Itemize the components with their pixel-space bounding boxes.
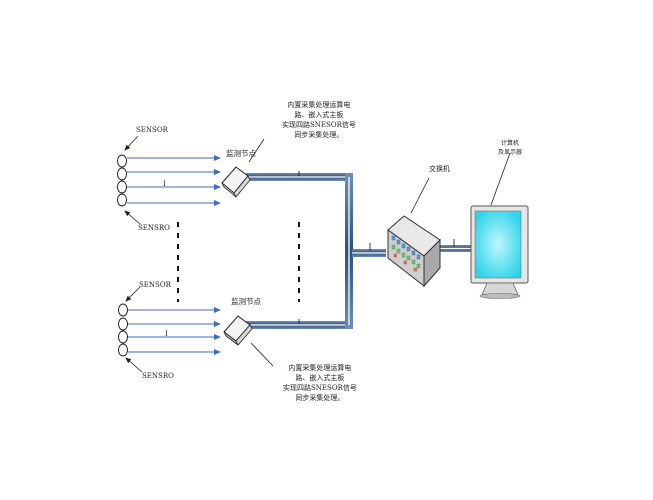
network-switch bbox=[387, 215, 441, 288]
tick-label: I bbox=[165, 330, 168, 338]
sensor-label: SENSOR bbox=[139, 281, 171, 289]
node-description-top: 内置采集处理运算电 路、嵌入式主板 实现四路SNESOR信号 同步采集处理。 bbox=[282, 101, 356, 139]
sensor-coil bbox=[117, 167, 127, 181]
computer-label: 计算机 及显示器 bbox=[498, 140, 523, 156]
sensor-coil bbox=[117, 180, 127, 194]
network-cables bbox=[246, 171, 474, 329]
sensor-group-top bbox=[117, 135, 221, 225]
node-label-bottom: 监测节点 bbox=[231, 297, 261, 306]
sensor-coil bbox=[117, 154, 127, 168]
sensor-coil bbox=[117, 193, 127, 207]
sensor-coil bbox=[118, 343, 128, 357]
computer-monitor bbox=[470, 205, 529, 299]
sensor-label-pointer bbox=[125, 357, 143, 373]
sensor-label-pointer bbox=[124, 135, 139, 151]
sensor-label-pointer bbox=[125, 286, 141, 302]
monitoring-node-top bbox=[221, 166, 251, 198]
node-label-top: 监测节点 bbox=[226, 149, 256, 158]
sensor-coil bbox=[118, 317, 128, 331]
sensor-label: SENSRO bbox=[138, 224, 170, 232]
switch-label: 交换机 bbox=[429, 165, 450, 173]
node-description-bottom: 内置采集处理运算电 路、嵌入式主板 实现四路SNESOR信号 同步采集处理。 bbox=[283, 364, 357, 402]
switch-label-pointer bbox=[410, 177, 430, 214]
sensor-label: SENSRO bbox=[142, 372, 174, 380]
sensor-label-pointer bbox=[124, 210, 141, 225]
sensor-coil bbox=[118, 303, 128, 317]
description-pointer bbox=[248, 138, 265, 163]
sensor-group-bottom bbox=[118, 286, 221, 373]
tick-label: I bbox=[163, 180, 166, 188]
computer-label-pointer bbox=[490, 152, 511, 206]
monitoring-node-bottom bbox=[223, 315, 253, 346]
sensor-label: SENSOR bbox=[136, 126, 168, 134]
sensor-coil bbox=[118, 330, 128, 344]
description-pointer bbox=[250, 342, 274, 367]
